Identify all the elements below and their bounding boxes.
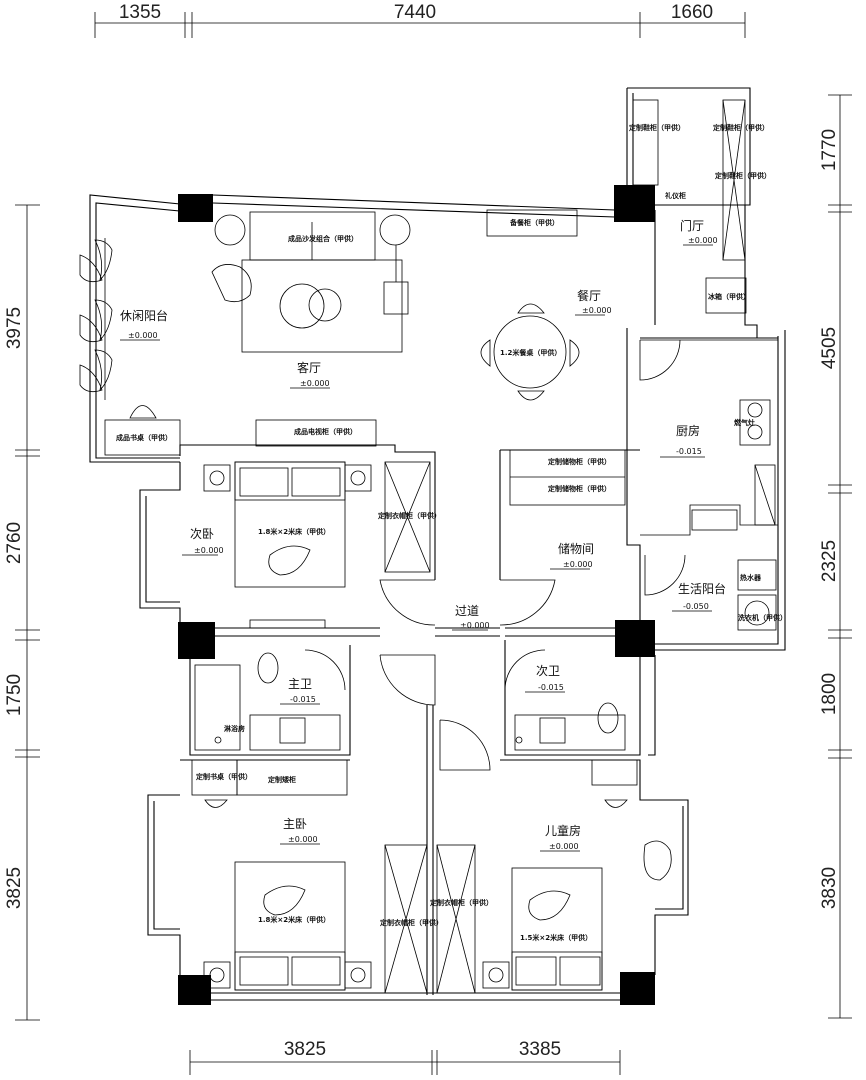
room-labels: 休闲阳台 ±0.000 客厅 ±0.000 餐厅 ±0.000 门厅 ±0.00… [120, 218, 726, 851]
level-second-bath: -0.015 [538, 683, 564, 692]
plant-icon [79, 238, 113, 400]
room-dining-room: 餐厅 [577, 288, 601, 303]
furniture [79, 99, 779, 994]
room-foyer: 门厅 [680, 218, 704, 233]
label-foyer-cabinet-left: 定制鞋柜（甲供） [629, 123, 685, 132]
level-markers [120, 244, 713, 852]
label-shoe-cabinet: 礼仪柜 [665, 191, 686, 200]
label-washer: 洗衣机（甲供） [738, 613, 787, 622]
dim-top-3: 1660 [671, 2, 713, 23]
label-balcony-desk: 成品书桌（甲供） [116, 433, 172, 442]
level-master-bath: -0.015 [290, 695, 316, 704]
level-master-bedroom: ±0.000 [288, 835, 318, 844]
dim-right-2: 4505 [819, 327, 840, 369]
dim-bottom-2: 3385 [519, 1039, 561, 1060]
structural-columns [178, 185, 655, 1005]
doors [304, 339, 686, 771]
dim-right-1: 1770 [819, 129, 840, 171]
label-fridge: 冰箱（甲供） [708, 292, 750, 301]
level-kitchen: -0.015 [676, 447, 702, 456]
label-shower: 淋浴房 [224, 724, 245, 733]
label-master-cabinet: 定制矮柜 [268, 775, 296, 784]
level-corridor: ±0.000 [460, 621, 490, 630]
room-storage: 储物间 [558, 541, 594, 556]
dim-top-2: 7440 [394, 2, 436, 23]
dim-bottom-1: 3825 [284, 1039, 326, 1060]
label-storage-cabinet-1: 定制储物柜（甲供） [548, 457, 611, 466]
room-corridor: 过道 [455, 604, 479, 618]
furniture-labels: 成品沙发组合（甲供） 备餐柜（甲供） 1.2米餐桌（甲供） 礼仪柜 冰箱（甲供）… [116, 123, 787, 942]
label-sideboard: 备餐柜（甲供） [509, 218, 559, 227]
level-utility-balcony: -0.050 [683, 602, 709, 611]
dim-right-3: 2325 [819, 540, 840, 582]
room-second-bath: 次卫 [536, 664, 560, 678]
room-kitchen: 厨房 [676, 423, 700, 438]
label-second-bed: 1.8米×2米床（甲供） [258, 527, 330, 536]
level-kids-room: ±0.000 [549, 842, 579, 851]
room-second-bedroom: 次卧 [190, 527, 214, 541]
level-dining-room: ±0.000 [582, 306, 612, 315]
label-kids-bed: 1.5米×2米床（甲供） [520, 933, 592, 942]
room-master-bath: 主卫 [288, 677, 312, 691]
label-tv-cabinet: 成品电视柜（甲供） [294, 427, 357, 436]
room-kids-room: 儿童房 [545, 823, 581, 838]
label-second-wardrobe: 定制衣帽柜（甲供） [378, 511, 441, 520]
label-foyer-cabinet-right-1: 定制鞋柜（甲供） [713, 123, 769, 132]
level-living-room: ±0.000 [300, 379, 330, 388]
label-dining-table: 1.2米餐桌（甲供） [500, 348, 561, 357]
level-storage: ±0.000 [563, 560, 593, 569]
dim-right-4: 1800 [819, 673, 840, 715]
dim-right-5: 3830 [819, 867, 840, 909]
dim-top-1: 1355 [119, 2, 161, 23]
dim-left-3: 1750 [4, 674, 25, 716]
label-master-bed: 1.8米×2米床（甲供） [258, 915, 330, 924]
label-water-heater: 热水器 [740, 573, 762, 582]
room-living-room: 客厅 [297, 360, 321, 375]
room-master-bedroom: 主卧 [283, 817, 307, 831]
level-second-bedroom: ±0.000 [194, 546, 224, 555]
level-foyer: ±0.000 [688, 236, 718, 245]
dim-left-2: 2760 [4, 522, 25, 564]
label-storage-cabinet-2: 定制储物柜（甲供） [548, 484, 611, 493]
dim-left-1: 3975 [4, 307, 25, 349]
room-leisure-balcony: 休闲阳台 [120, 308, 168, 323]
label-master-wardrobe: 定制衣帽柜（甲供） [380, 918, 443, 927]
dim-left-4: 3825 [4, 867, 25, 909]
label-foyer-cabinet-right-2: 定制鞋柜（甲供） [715, 171, 771, 180]
dimension-lines [15, 12, 852, 1075]
level-leisure-balcony: ±0.000 [128, 331, 158, 340]
label-sofa: 成品沙发组合（甲供） [288, 234, 358, 243]
label-master-desk: 定制书桌（甲供） [196, 772, 252, 781]
room-utility-balcony: 生活阳台 [678, 581, 726, 596]
label-range: 燃气灶 [733, 418, 755, 427]
label-kids-wardrobe: 定制衣帽柜（甲供） [430, 898, 493, 907]
